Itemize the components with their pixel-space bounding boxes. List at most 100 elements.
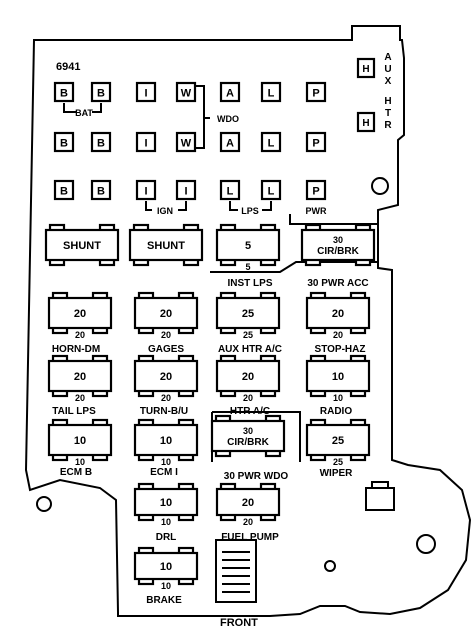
- mini-fuse-letter: P: [312, 138, 319, 150]
- mini-fuse-socket[interactable]: L: [260, 131, 282, 153]
- mini-fuse-letter: L: [268, 138, 275, 150]
- mini-fuse-letter: B: [97, 138, 105, 150]
- fuse-rating-sub: 5: [245, 262, 250, 272]
- fuse-rating: 10: [74, 435, 86, 447]
- mini-fuse-socket[interactable]: A: [219, 81, 241, 103]
- relay-socket: [215, 539, 257, 603]
- mini-fuse-socket[interactable]: W: [175, 81, 197, 103]
- fuse-rating-sub: 25: [243, 330, 253, 340]
- mini-fuse-socket[interactable]: B: [53, 81, 75, 103]
- mini-fuse-letter: W: [181, 138, 192, 150]
- mini-fuse-letter: I: [184, 186, 187, 198]
- fuse-rating: 20: [160, 308, 172, 320]
- fuse-rating: 10: [160, 561, 172, 573]
- mini-fuse-socket[interactable]: A: [219, 131, 241, 153]
- mounting-hole: [416, 534, 436, 554]
- mini-fuse-socket[interactable]: P: [305, 131, 327, 153]
- mini-fuse-letter: I: [144, 138, 147, 150]
- fuse-rating-sub: 10: [161, 457, 171, 467]
- fuse-rating-sub: 20: [75, 330, 85, 340]
- mini-fuse-letter: A: [226, 138, 234, 150]
- fuse-rating: 20: [332, 308, 344, 320]
- fuse-rating: 20: [242, 497, 254, 509]
- fuse-label-radio: RADIO: [320, 406, 352, 417]
- mini-fuse-socket[interactable]: I: [175, 179, 197, 201]
- fuse-rating: 30: [243, 426, 253, 436]
- mounting-hole: [371, 177, 389, 195]
- aux-htr-letter: H: [362, 118, 369, 129]
- shunt-socket[interactable]: SHUNT: [44, 223, 120, 267]
- fuse-type: CIR/BRK: [317, 246, 359, 257]
- fuse-label-htr-ac: HTR A/C: [230, 406, 270, 417]
- wdo-bracket-label: WDO: [217, 114, 239, 124]
- fuse-rating: 30: [333, 235, 343, 245]
- fuse-rating: 5: [245, 240, 251, 252]
- fuse-rating-sub: 20: [75, 393, 85, 403]
- fuse-label-inst-lps: INST LPS: [227, 278, 272, 289]
- mini-fuse-socket[interactable]: B: [90, 131, 112, 153]
- aux-htr-letter: H: [362, 64, 369, 75]
- fuse-rating: 20: [74, 371, 86, 383]
- mini-fuse-socket[interactable]: B: [53, 131, 75, 153]
- fuse-rating: 20: [160, 371, 172, 383]
- mini-fuse-letter: L: [268, 88, 275, 100]
- mini-fuse-socket[interactable]: B: [90, 81, 112, 103]
- fuse-aux-htr-ac[interactable]: 25 25: [215, 291, 281, 340]
- aux-htr-socket[interactable]: H: [356, 57, 376, 79]
- mini-fuse-socket[interactable]: L: [260, 179, 282, 201]
- mini-fuse-letter: B: [60, 138, 68, 150]
- mini-fuse-letter: P: [312, 88, 319, 100]
- aux-side-label: A: [384, 52, 391, 63]
- mini-fuse-socket[interactable]: I: [135, 131, 157, 153]
- mini-fuse-letter: B: [60, 88, 68, 100]
- fuse-block-outline: [24, 25, 472, 617]
- fuse-rating: 25: [332, 435, 344, 447]
- aux-htr-socket[interactable]: H: [356, 111, 376, 133]
- fuse-label-horn-dm: HORN-DM: [52, 344, 100, 355]
- shunt-label: SHUNT: [63, 240, 101, 252]
- fuse-rating: 25: [242, 308, 254, 320]
- mini-fuse-socket[interactable]: I: [135, 179, 157, 201]
- fuse-label-drl: DRL: [156, 532, 177, 543]
- mini-fuse-letter: L: [227, 186, 234, 198]
- mini-fuse-socket[interactable]: L: [219, 179, 241, 201]
- fuse-rating: 10: [160, 435, 172, 447]
- front-label: FRONT: [220, 617, 258, 629]
- mini-fuse-letter: B: [97, 88, 105, 100]
- mini-fuse-socket[interactable]: I: [135, 81, 157, 103]
- mini-fuse-letter: L: [268, 186, 275, 198]
- fuse-inst-lps[interactable]: 55: [215, 223, 281, 272]
- fuse-rating-sub: 20: [333, 330, 343, 340]
- fuse-ecm-i[interactable]: 10 10: [133, 418, 199, 467]
- mini-fuse-socket[interactable]: L: [260, 81, 282, 103]
- mini-fuse-socket[interactable]: P: [305, 81, 327, 103]
- mini-fuse-socket[interactable]: B: [90, 179, 112, 201]
- lps-bracket-label: LPS: [241, 206, 259, 216]
- mini-fuse-socket[interactable]: B: [53, 179, 75, 201]
- mini-fuse-socket[interactable]: P: [305, 179, 327, 201]
- mini-fuse-letter: I: [144, 88, 147, 100]
- fuse-rating-sub: 10: [333, 393, 343, 403]
- mini-fuse-socket[interactable]: W: [175, 131, 197, 153]
- fuse-label-gages: GAGES: [148, 344, 184, 355]
- part-number: 6941: [56, 61, 80, 73]
- shunt-socket[interactable]: SHUNT: [128, 223, 204, 267]
- mini-fuse-letter: W: [181, 88, 192, 100]
- shunt-label: SHUNT: [147, 240, 185, 252]
